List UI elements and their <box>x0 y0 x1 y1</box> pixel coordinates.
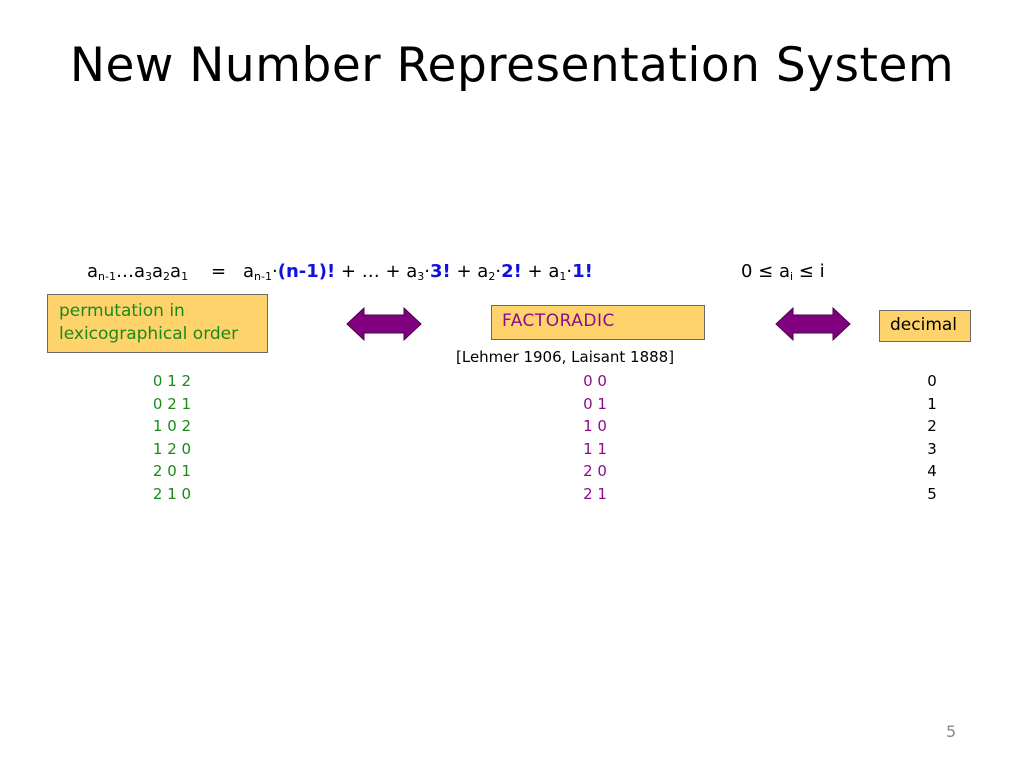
decimal-row: 5 <box>927 484 937 503</box>
permutation-label-line1: permutation in <box>59 301 185 321</box>
rhs-plus: + <box>450 261 478 282</box>
double-arrow-left-icon <box>346 306 422 342</box>
formula-rhs: an-1·(n-1)! + … + a3·3! + a2·2! + a1·1! <box>243 258 593 286</box>
citation: [Lehmer 1906, Laisant 1888] <box>456 348 675 366</box>
formula-lhs: an-1…a3a2a1 <box>87 258 188 286</box>
constraint-sub: i <box>790 270 794 283</box>
lhs-var: a <box>87 261 99 282</box>
factoradic-row: 0 1 <box>583 394 607 413</box>
rhs-factorial: 1! <box>572 261 593 282</box>
lhs-sub: 1 <box>181 270 189 283</box>
formula-equals: = <box>211 261 227 282</box>
permutation-box: permutation in lexicographical order <box>47 294 268 353</box>
lhs-dots: … <box>115 261 134 282</box>
permutation-row: 0 2 1 <box>152 394 192 413</box>
constraint-pre: 0 ≤ a <box>741 261 791 282</box>
permutation-row: 1 0 2 <box>152 417 192 436</box>
rhs-var: a <box>406 261 418 282</box>
rhs-plus: + … + <box>335 261 407 282</box>
rhs-var: a <box>243 261 255 282</box>
permutations-column: 0 1 2 0 2 1 1 0 2 1 2 0 2 0 1 2 1 0 <box>132 370 212 506</box>
rhs-sub: 2 <box>488 270 496 283</box>
rhs-sub: 3 <box>417 270 425 283</box>
decimal-row: 2 <box>927 417 937 436</box>
factoradics-column: 0 0 0 1 1 0 1 1 2 0 2 1 <box>565 370 625 506</box>
rhs-sub: 1 <box>559 270 567 283</box>
permutation-label-line2: lexicographical order <box>59 324 239 344</box>
permutation-row: 0 1 2 <box>152 372 192 390</box>
lhs-sub: 3 <box>145 270 153 283</box>
permutation-row: 2 0 1 <box>152 462 192 481</box>
lhs-var: a <box>170 261 182 282</box>
lhs-var: a <box>133 261 146 282</box>
decimal-row: 3 <box>927 439 937 458</box>
page-title: New Number Representation System <box>69 38 955 93</box>
rhs-factorial: 3! <box>430 261 451 282</box>
formula-constraint: 0 ≤ ai ≤ i <box>741 258 825 286</box>
rhs-factorial: 2! <box>501 261 522 282</box>
factoradic-row: 0 0 <box>583 372 607 390</box>
permutation-row: 2 1 0 <box>152 484 192 503</box>
lhs-sub: n-1 <box>98 270 116 283</box>
double-arrow-right-icon <box>775 306 851 342</box>
factoradic-row: 1 1 <box>583 439 607 458</box>
decimal-row: 4 <box>927 462 937 481</box>
page-number: 5 <box>946 722 957 741</box>
decimal-row: 0 <box>927 372 937 390</box>
constraint-post: ≤ i <box>793 261 825 282</box>
rhs-var: a <box>477 261 489 282</box>
rhs-var: a <box>548 261 560 282</box>
decimal-row: 1 <box>927 394 937 413</box>
rhs-plus: + <box>521 261 549 282</box>
rhs-dot: · <box>566 261 573 282</box>
factoradic-row: 2 0 <box>583 462 607 481</box>
rhs-sub: n-1 <box>254 270 272 283</box>
rhs-factorial: (n-1)! <box>277 261 336 282</box>
decimals-column: 0 1 2 3 4 5 <box>920 370 944 506</box>
rhs-dot: · <box>495 261 502 282</box>
rhs-dot: · <box>424 261 431 282</box>
factoradic-box: FACTORADIC <box>491 305 705 340</box>
lhs-var: a <box>152 261 164 282</box>
permutation-row: 1 2 0 <box>152 439 192 458</box>
decimal-box: decimal <box>879 310 971 342</box>
factoradic-row: 1 0 <box>583 417 607 436</box>
factoradic-row: 2 1 <box>583 484 607 503</box>
lhs-sub: 2 <box>163 270 171 283</box>
rhs-dot: · <box>271 261 278 282</box>
